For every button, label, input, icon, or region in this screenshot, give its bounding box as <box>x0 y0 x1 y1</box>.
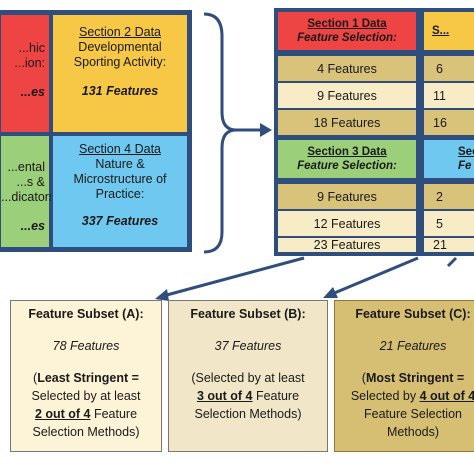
quadrant-section-1: ...hic ...ion: ...es <box>0 13 51 134</box>
subset-c-features: 21 Features <box>379 339 447 353</box>
q4-title: Section 4 Data <box>79 142 161 156</box>
s3-subtitle: Feature Selection: <box>297 160 397 172</box>
subset-a-stringency: Least Stringent <box>37 371 129 385</box>
arrowhead-subset-a <box>155 289 169 301</box>
s3-header: Section 3 Data Feature Selection: <box>277 139 417 179</box>
subset-a-threshold: 2 out of 4 <box>34 407 91 421</box>
s4-row-3: 21 <box>423 237 474 253</box>
q3-line-1: ...ental <box>7 160 45 174</box>
quadrant-section-2: Section 2 Data Developmental Sporting Ac… <box>51 13 189 134</box>
q2-title: Section 2 Data <box>79 25 161 39</box>
s4-row-2: 5 <box>423 210 474 237</box>
subset-a-line-2: Selected by at least <box>31 389 141 403</box>
q2-line-1: Developmental <box>78 40 162 54</box>
s4-title: Sect <box>458 146 474 158</box>
subset-c-eq: = <box>453 371 465 385</box>
s1-subtitle: Feature Selection: <box>297 32 397 44</box>
q2-features: 131 Features <box>81 84 159 98</box>
feature-subset-b: Feature Subset (B): 37 Features (Selecte… <box>168 300 328 452</box>
subset-a-feature-word: Feature <box>90 407 138 421</box>
q2-line-2: Sporting Activity: <box>73 55 167 69</box>
s4-header: Sect Fe <box>423 139 474 179</box>
subset-b-line-1: (Selected by at least <box>191 371 305 385</box>
subset-c-threshold: 4 out of 4 <box>419 389 474 403</box>
s4-subtitle: Fe <box>458 160 472 172</box>
subset-c-line-2: Selected by 4 out of 4 <box>343 387 474 405</box>
q4-line-1: Nature & <box>95 157 145 171</box>
subset-c-title: Feature Subset (C): <box>355 307 471 321</box>
quadrant-section-3: ...ental ...s & ...dicators: ...es <box>0 134 59 249</box>
arrow-stub-right <box>446 256 458 268</box>
subset-c-line-4: Methods) <box>386 425 440 439</box>
s2-header: S... <box>423 11 474 51</box>
q3-features: ...es <box>20 219 45 233</box>
q4-features: 337 Features <box>81 214 159 228</box>
subset-a-title: Feature Subset (A): <box>28 307 144 321</box>
subset-c-line-1: (Most Stringent = <box>361 371 465 385</box>
s2-title: S... <box>432 25 450 37</box>
q4-line-2: Microstructure of <box>73 172 167 186</box>
q4-line-3: Practice: <box>95 187 145 201</box>
s1-header: Section 1 Data Feature Selection: <box>277 11 417 51</box>
feature-selection-table: Section 1 Data Feature Selection: 4 Feat… <box>274 8 474 256</box>
section-quadrant-grid: ...hic ...ion: ...es Section 2 Data Deve… <box>0 10 192 252</box>
arrowhead-subset-b <box>323 287 338 298</box>
subset-c-line-3: Feature Selection <box>364 407 462 421</box>
subset-a-line-3: 2 out of 4 Feature <box>11 405 161 423</box>
s2-row-2: 11 <box>423 82 474 109</box>
q1-features: ...es <box>20 85 45 99</box>
subset-c-selected-by: Selected by <box>350 389 420 403</box>
q3-line-3: ...dicators: <box>1 190 59 204</box>
s3-row-3: 23 Features <box>277 237 417 253</box>
quadrant-section-4: Section 4 Data Nature & Microstructure o… <box>51 134 189 249</box>
brace-arrowhead <box>260 123 272 137</box>
q3-line-2: ...s & <box>16 175 45 189</box>
s3-row-2: 12 Features <box>277 210 417 237</box>
s3-row-1: 9 Features <box>277 183 417 210</box>
s1-title: Section 1 Data <box>307 18 387 30</box>
feature-subset-a: Feature Subset (A): 78 Features (Least S… <box>10 300 162 452</box>
s3-title: Section 3 Data <box>307 146 387 158</box>
curly-brace <box>203 12 237 254</box>
s1-row-2: 9 Features <box>277 82 417 109</box>
subset-a-line-4: Selection Methods) <box>32 425 140 439</box>
subset-a-line-1: (Least Stringent = <box>33 371 139 385</box>
s2-row-3: 16 <box>423 109 474 136</box>
q1-line-1: ...hic <box>18 41 45 55</box>
subset-a-features: 78 Features <box>52 339 120 353</box>
s1-row-3: 18 Features <box>277 109 417 136</box>
subset-b-title: Feature Subset (B): <box>190 307 306 321</box>
q1-line-2: ...ion: <box>14 56 45 70</box>
s4-row-1: 2 <box>423 183 474 210</box>
subset-c-stringency: Most Stringent <box>365 371 454 385</box>
subset-b-line-2: 3 out of 4 Feature <box>169 387 327 405</box>
subset-b-feature-word: Feature <box>252 389 300 403</box>
s1-row-1: 4 Features <box>277 55 417 82</box>
subset-a-eq: = <box>128 371 139 385</box>
subset-b-threshold: 3 out of 4 <box>196 389 253 403</box>
s2-row-1: 6 <box>423 55 474 82</box>
arrow-to-subset-b <box>331 256 419 296</box>
arrow-to-subset-a <box>162 256 305 298</box>
subset-b-features: 37 Features <box>214 339 282 353</box>
subset-b-line-3: Selection Methods) <box>194 407 302 421</box>
feature-subset-c: Feature Subset (C): 21 Features (Most St… <box>334 300 474 452</box>
